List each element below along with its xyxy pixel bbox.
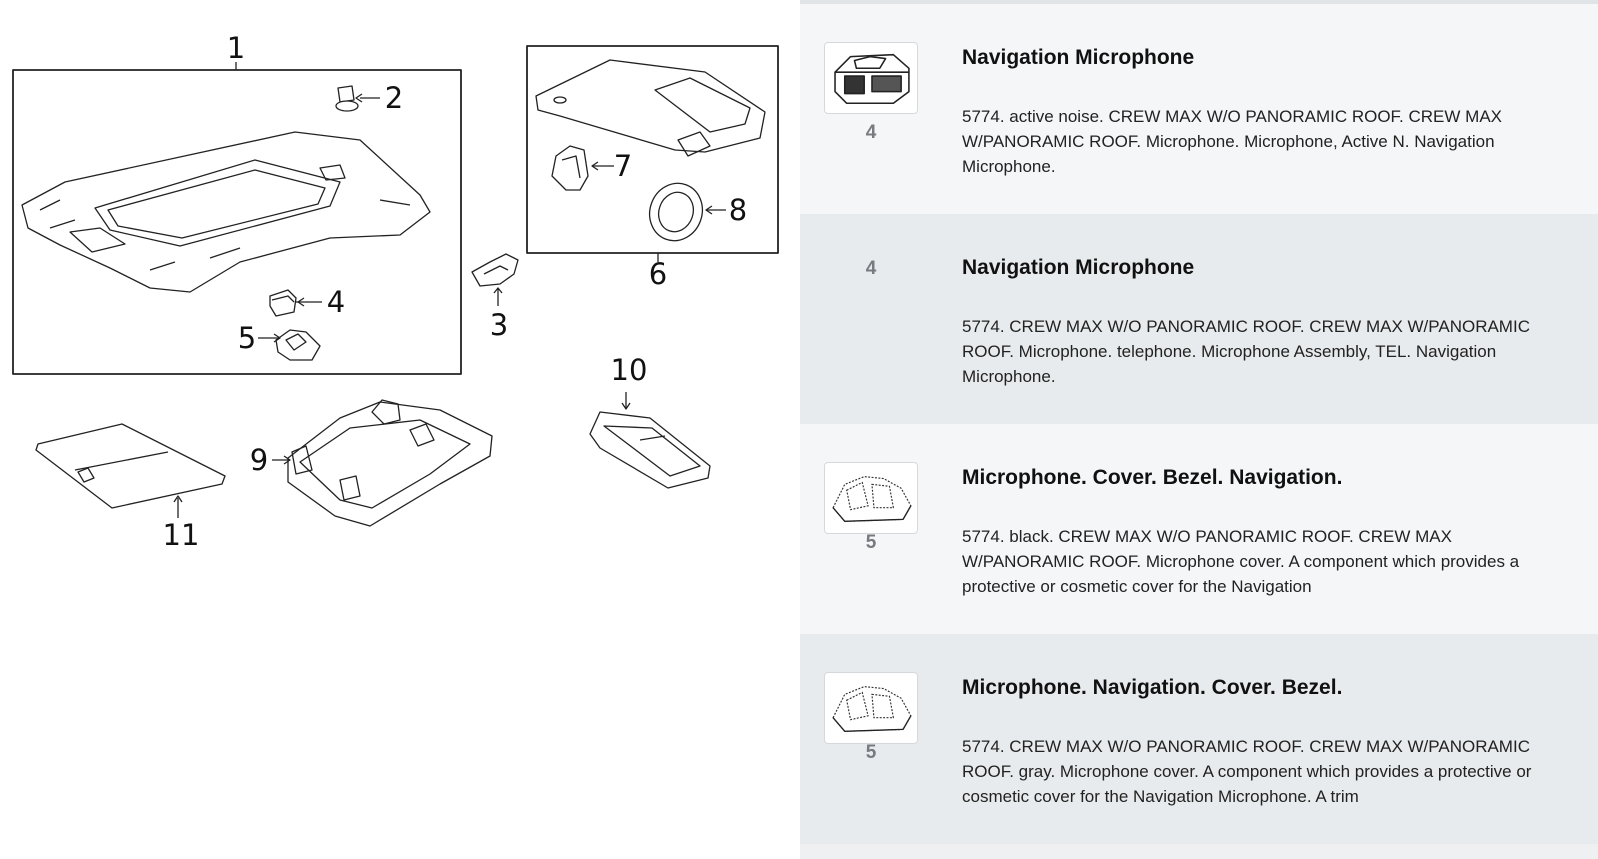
microphone-cover-drawing: [258, 329, 321, 361]
parts-diagram: 1 2 3 4 5 6 7 8 9 10 11: [12, 31, 779, 552]
microphone-cover-icon: [832, 476, 912, 523]
clip-cover-drawing: [471, 253, 519, 306]
parts-diagram-drawing: 1 2 3 4 5 6 7 8 9 10 11: [12, 31, 779, 552]
microphone-drawing: [269, 289, 322, 317]
callout-11: 11: [163, 518, 200, 552]
sunshade-drawing: [35, 423, 226, 518]
callout-2: 2: [385, 81, 403, 115]
part-title[interactable]: Navigation Microphone: [962, 46, 1195, 69]
sun-visor-drawing: [535, 59, 766, 157]
part-ref-number: 4: [865, 122, 877, 143]
map-light-drawing: [589, 392, 711, 489]
callout-1: 1: [227, 31, 245, 65]
callout-6: 6: [649, 257, 667, 291]
part-ref-number: 5: [865, 742, 877, 763]
part-ref-number: 5: [865, 532, 877, 553]
parts-list: 4 Navigation Microphone 5774. active noi…: [800, 0, 1598, 859]
callout-4: 4: [327, 285, 345, 319]
callout-5: 5: [238, 321, 256, 355]
microphone-cover-thumbnail[interactable]: [824, 462, 918, 534]
visor-holder-drawing: [648, 182, 726, 242]
microphone-assembly-thumbnail[interactable]: [824, 42, 918, 114]
part-row-microphone-cover-gray[interactable]: 5 Microphone. Navigation. Cover. Bezel. …: [800, 634, 1598, 844]
microphone-cover-icon: [832, 686, 912, 733]
microphone-cover-thumbnail[interactable]: [824, 672, 918, 744]
clip-drawing: [335, 85, 380, 112]
headliner-group-frame: [12, 69, 462, 375]
console-drawing: [272, 399, 493, 527]
microphone-assembly-icon: [834, 53, 910, 105]
part-description: 5774. CREW MAX W/O PANORAMIC ROOF. CREW …: [962, 737, 1532, 806]
part-row-navigation-microphone-active-noise[interactable]: 4 Navigation Microphone 5774. active noi…: [800, 4, 1598, 214]
callout-9: 9: [250, 443, 268, 477]
headliner-drawing: [21, 131, 431, 293]
part-description: 5774. active noise. CREW MAX W/O PANORAM…: [962, 107, 1503, 176]
part-row-navigation-microphone-telephone[interactable]: 4 Navigation Microphone 5774. CREW MAX W…: [800, 214, 1598, 424]
sun-visor-group-frame: [526, 45, 779, 254]
part-description: 5774. CREW MAX W/O PANORAMIC ROOF. CREW …: [962, 317, 1530, 386]
callout-8: 8: [729, 193, 747, 227]
part-ref-number: 4: [865, 258, 877, 279]
visor-clip-drawing: [551, 145, 614, 191]
part-description: 5774. black. CREW MAX W/O PANORAMIC ROOF…: [962, 527, 1520, 596]
callout-3: 3: [490, 308, 508, 342]
part-title[interactable]: Microphone. Navigation. Cover. Bezel.: [962, 676, 1343, 699]
part-title[interactable]: Microphone. Cover. Bezel. Navigation.: [962, 466, 1343, 489]
callout-10: 10: [611, 353, 648, 387]
part-title[interactable]: Navigation Microphone: [962, 256, 1195, 279]
part-row-microphone-cover-black[interactable]: 5 Microphone. Cover. Bezel. Navigation. …: [800, 424, 1598, 634]
callout-7: 7: [614, 149, 632, 183]
